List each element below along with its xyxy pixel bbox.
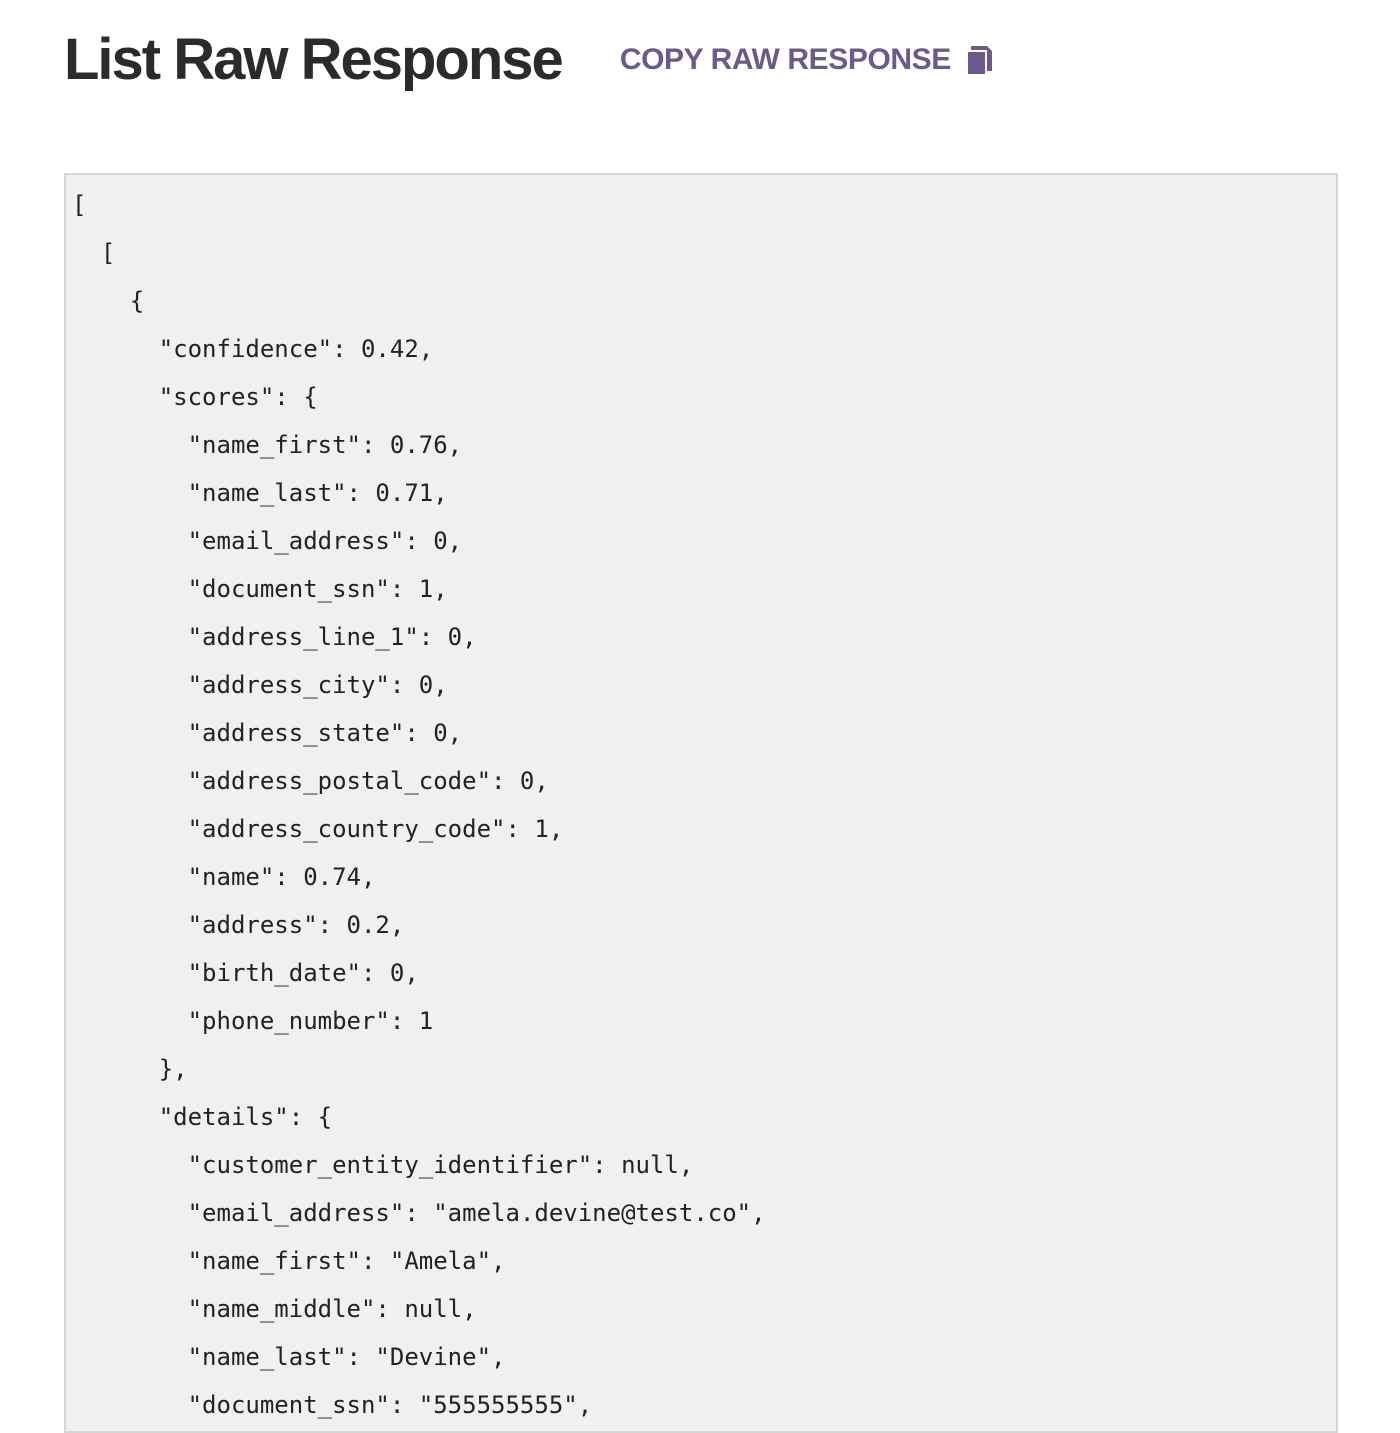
header: List Raw Response COPY RAW RESPONSE [64,24,995,96]
raw-response-code: [ [ { "confidence": 0.42, "scores": { "n… [66,175,1336,1429]
code-line: "address_postal_code": 0, [72,767,549,795]
code-line: [ [72,191,87,219]
code-line: [ [72,239,116,267]
copy-raw-response-label: COPY RAW RESPONSE [619,43,951,76]
code-line: "document_ssn": 1, [72,575,448,603]
code-line: "email_address": "amela.devine@test.co", [72,1199,766,1227]
code-line: "details": { [72,1103,333,1131]
code-line: "phone_number": 1 [72,1007,434,1035]
code-line: "confidence": 0.42, [72,335,434,363]
copy-icon [965,43,995,77]
code-line: "email_address": 0, [72,527,463,555]
code-line: { [72,287,145,315]
code-line: "address_country_code": 1, [72,815,564,843]
code-line: "scores": { [72,383,318,411]
code-line: "name_first": "Amela", [72,1247,506,1275]
code-line: "name_first": 0.76, [72,431,463,459]
code-line: }, [72,1055,188,1083]
code-line: "address_line_1": 0, [72,623,477,651]
page-title: List Raw Response [64,27,564,92]
page: List Raw Response COPY RAW RESPONSE [ [ … [64,24,1338,1433]
code-line: "name_last": "Devine", [72,1343,506,1371]
code-line: "name_middle": null, [72,1295,477,1323]
code-line: "document_ssn": "555555555", [72,1391,593,1419]
copy-raw-response-button[interactable]: COPY RAW RESPONSE [620,43,995,77]
code-line: "name_last": 0.71, [72,479,448,507]
code-line: "address_city": 0, [72,671,448,699]
code-line: "address_state": 0, [72,719,463,747]
code-line: "birth_date": 0, [72,959,419,987]
code-line: "address": 0.2, [72,911,405,939]
code-line: "name": 0.74, [72,863,376,891]
raw-response-panel[interactable]: [ [ { "confidence": 0.42, "scores": { "n… [64,173,1338,1433]
code-line: "customer_entity_identifier": null, [72,1151,694,1179]
